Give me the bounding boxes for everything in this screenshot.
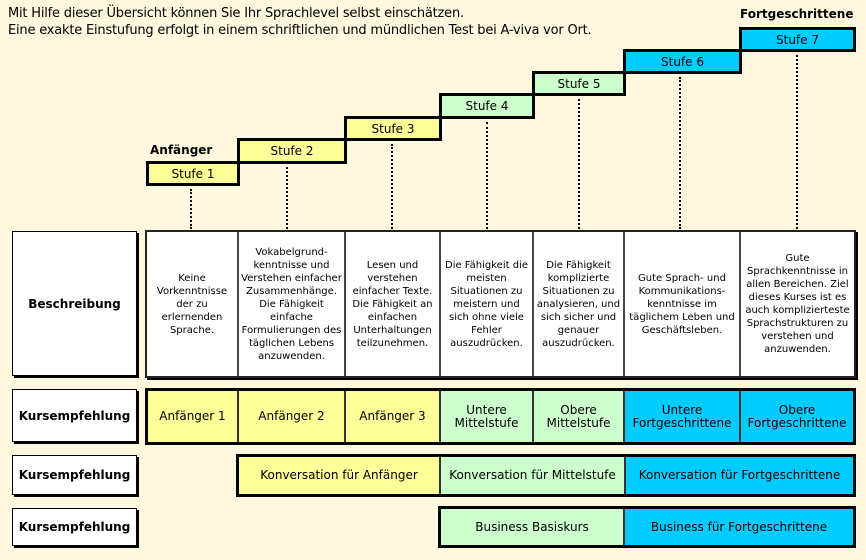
connector-line (190, 189, 192, 229)
description-label: Beschreibung (12, 231, 137, 376)
course-beginner-2[interactable]: Anfänger 2 (239, 391, 346, 442)
course-conversation-intermediate[interactable]: Konversation für Mittelstufe (441, 457, 626, 494)
description-cell: Die Fähigkeit die meisten Situationen zu… (441, 232, 534, 376)
connector-line (486, 122, 488, 229)
course-upper-advanced[interactable]: Obere Fortgeschrittene (741, 391, 853, 442)
intro-text: Mit Hilfe dieser Übersicht können Sie Ih… (8, 5, 592, 39)
connector-line (286, 167, 288, 229)
course-recommendation-label: Kursempfehlung (12, 455, 137, 495)
course-conversation-advanced[interactable]: Konversation für Fortgeschrittene (626, 457, 853, 494)
step-3: Stufe 3 (344, 116, 442, 141)
intro-line-2: Eine exakte Einstufung erfolgt in einem … (8, 23, 592, 38)
step-2: Stufe 2 (237, 138, 347, 164)
course-row-business: Business Basiskurs Business für Fortgesc… (438, 506, 856, 548)
connector-line (679, 77, 681, 229)
step-5: Stufe 5 (532, 71, 626, 96)
description-row: Keine Vorkenntnisse der zu erlernenden S… (145, 230, 856, 378)
level-beginner-label: Anfänger (150, 143, 213, 157)
course-lower-advanced[interactable]: Untere Fortgeschrittene (625, 391, 741, 442)
step-7: Stufe 7 (739, 27, 856, 52)
description-cell: Keine Vorkenntnisse der zu erlernenden S… (147, 232, 239, 376)
description-cell: Lesen und verstehen einfacher Texte. Die… (346, 232, 441, 376)
course-conversation-beginner[interactable]: Konversation für Anfänger (239, 457, 441, 494)
course-lower-intermediate[interactable]: Untere Mittelstufe (441, 391, 534, 442)
intro-line-1: Mit Hilfe dieser Übersicht können Sie Ih… (8, 6, 464, 21)
step-4: Stufe 4 (439, 93, 535, 119)
level-advanced-label: Fortgeschrittene (740, 7, 854, 21)
connector-line (796, 55, 798, 229)
description-cell: Gute Sprach- und Kommunikations-kenntnis… (625, 232, 741, 376)
connector-line (391, 144, 393, 229)
connector-line (578, 99, 580, 229)
course-recommendation-label: Kursempfehlung (12, 508, 137, 546)
step-1: Stufe 1 (146, 161, 240, 186)
description-cell: Vokabelgrund-kenntnisse und Verstehen ei… (239, 232, 346, 376)
course-beginner-1[interactable]: Anfänger 1 (148, 391, 239, 442)
description-cell: Die Fähigkeit komplizierte Situationen z… (534, 232, 625, 376)
course-business-advanced[interactable]: Business für Fortgeschrittene (625, 509, 853, 545)
course-beginner-3[interactable]: Anfänger 3 (346, 391, 441, 442)
course-recommendation-label: Kursempfehlung (12, 389, 137, 442)
course-row-general: Anfänger 1 Anfänger 2 Anfänger 3 Untere … (145, 388, 856, 445)
course-row-conversation: Konversation für Anfänger Konversation f… (236, 454, 856, 497)
course-upper-intermediate[interactable]: Obere Mittelstufe (534, 391, 625, 442)
course-business-basic[interactable]: Business Basiskurs (441, 509, 625, 545)
step-6: Stufe 6 (623, 49, 742, 74)
description-cell: Gute Sprachkenntnisse in allen Bereichen… (741, 232, 854, 376)
